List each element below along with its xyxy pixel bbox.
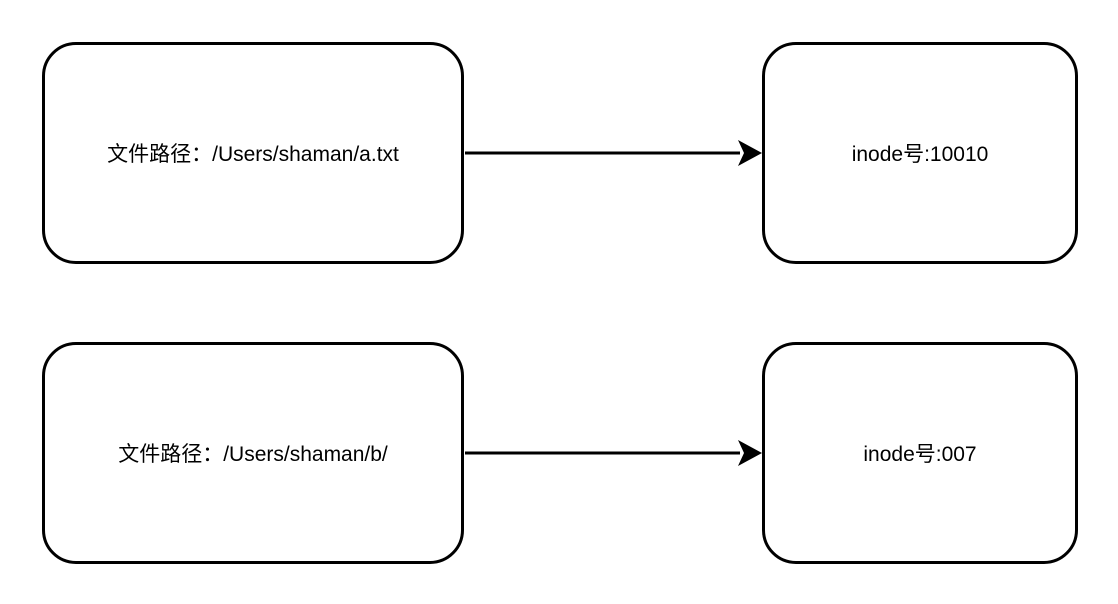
arrowhead-icon [738, 140, 762, 166]
node-inode-b[interactable]: inode号:007 [762, 342, 1078, 564]
node-label: inode号:007 [863, 443, 977, 466]
arrowhead-icon [738, 440, 762, 466]
node-file-path-a[interactable]: 文件路径：/Users/shaman/a.txt [42, 42, 464, 264]
edge-path-a-to-inode-a [465, 140, 762, 166]
node-file-path-b[interactable]: 文件路径：/Users/shaman/b/ [42, 342, 464, 564]
node-label: 文件路径：/Users/shaman/a.txt [107, 143, 399, 166]
node-label: 文件路径：/Users/shaman/b/ [118, 443, 388, 466]
node-label: inode号:10010 [851, 143, 989, 166]
edge-path-b-to-inode-b [465, 440, 762, 466]
node-inode-a[interactable]: inode号:10010 [762, 42, 1078, 264]
